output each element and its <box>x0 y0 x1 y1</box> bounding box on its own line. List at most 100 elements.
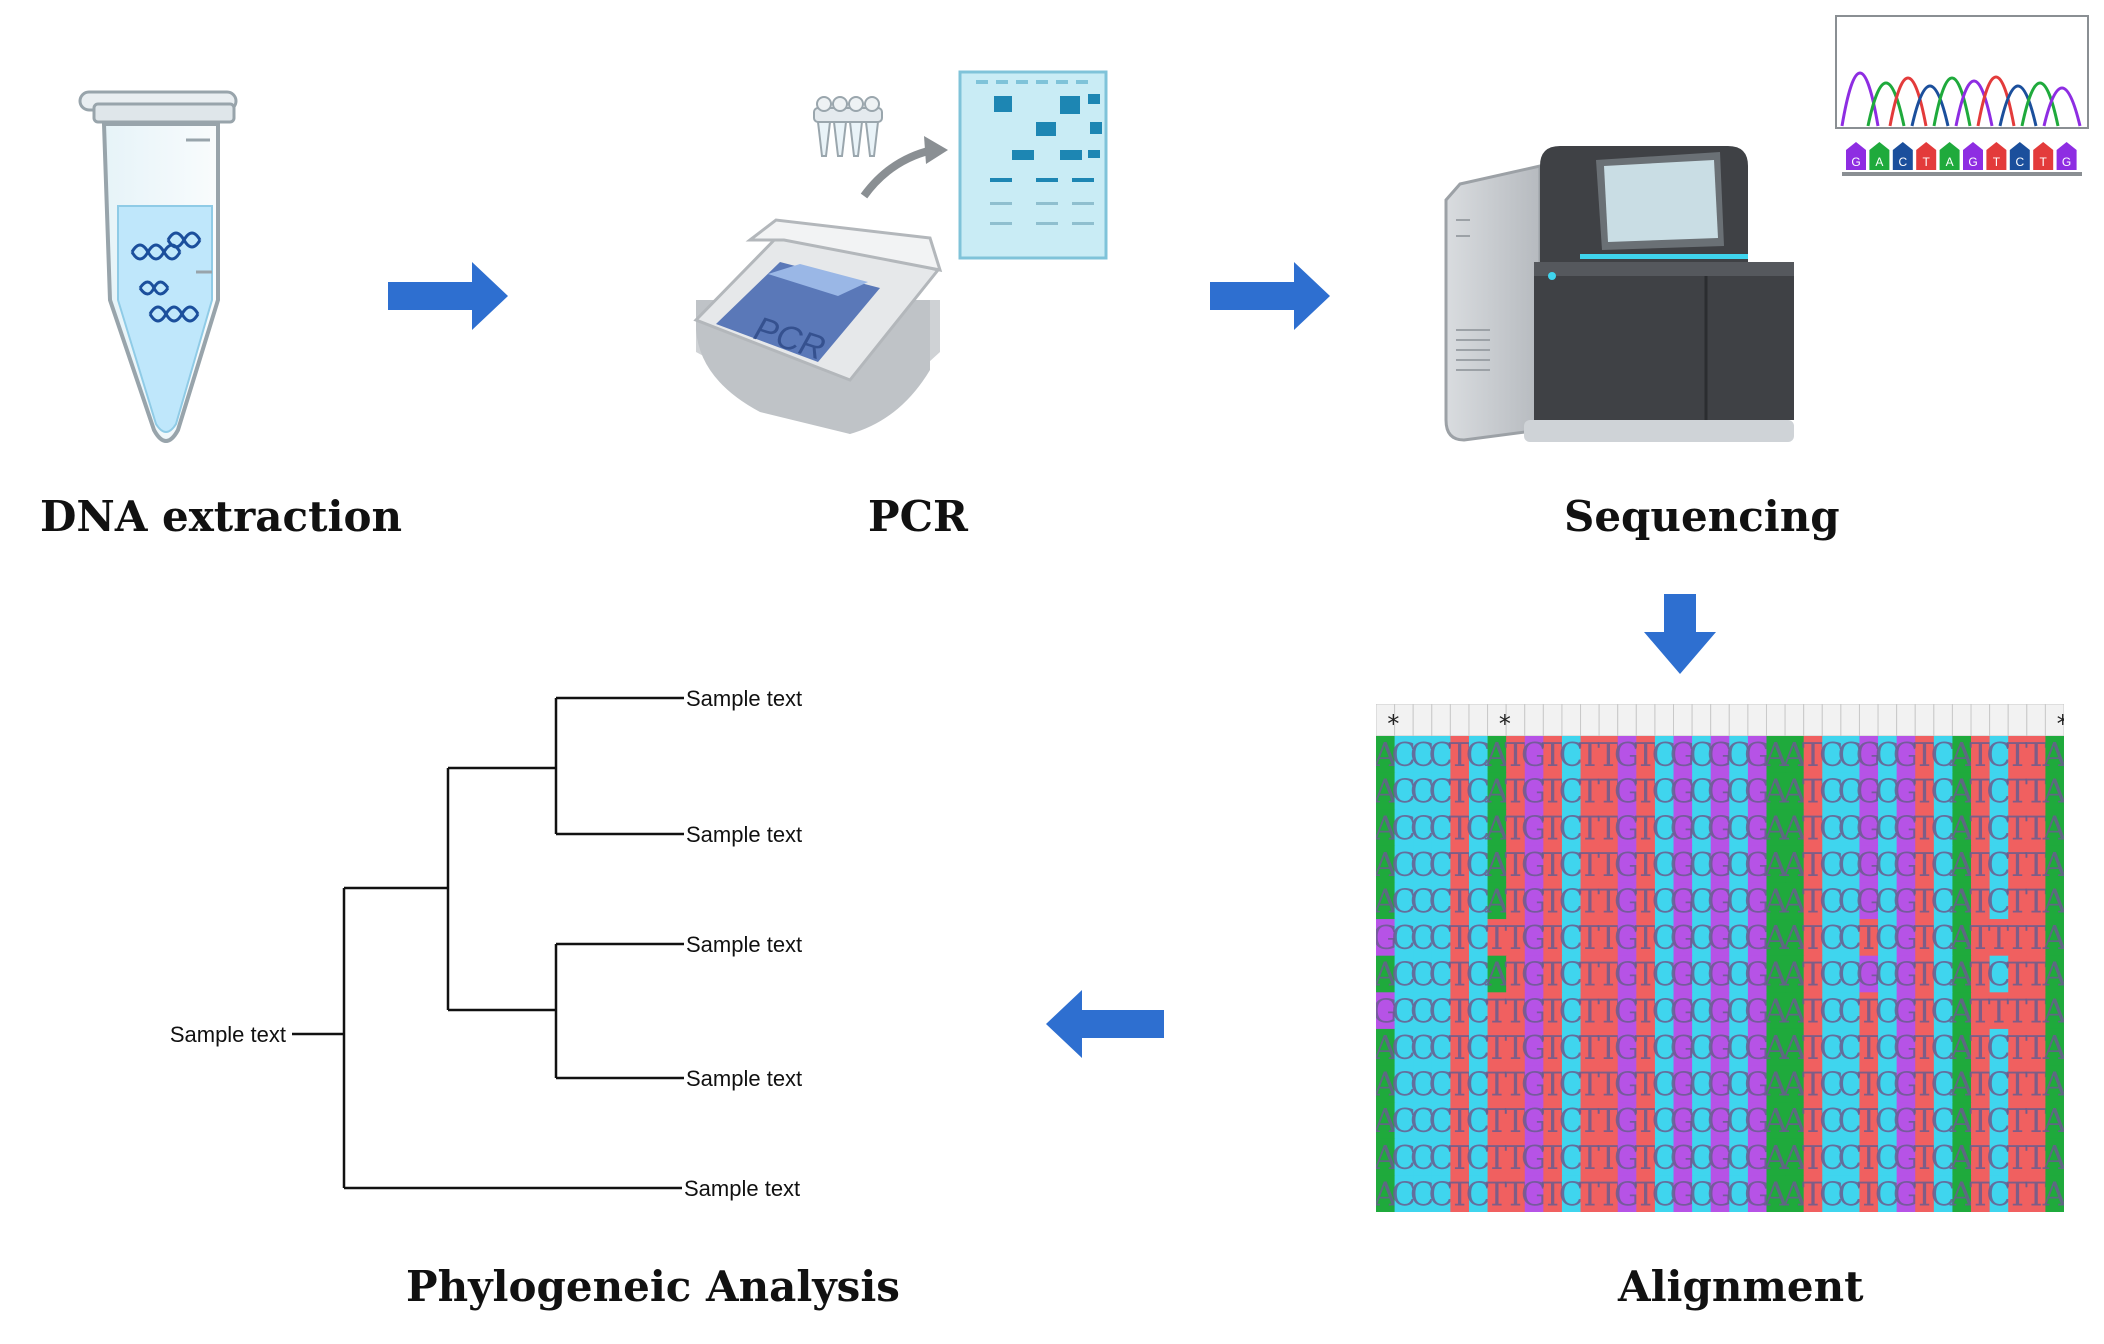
alignment-base-letter: T <box>1449 1028 1471 1067</box>
alignment-base-letter: G <box>1893 772 1919 811</box>
alignment-cell <box>1599 919 1619 957</box>
arrow-right-1 <box>388 262 508 330</box>
alignment-base-letter: C <box>1689 955 1714 994</box>
alignment-base-letter: G <box>1744 918 1770 957</box>
alignment-base-letter: T <box>1542 1065 1564 1104</box>
alignment-cell <box>1952 1138 1972 1176</box>
alignment-base-letter: T <box>1914 1028 1936 1067</box>
alignment-cell <box>2045 736 2064 774</box>
alignment-base-letter: G <box>1670 735 1696 774</box>
alignment-base-letter: T <box>1542 991 1564 1030</box>
alignment-cell <box>1524 1065 1544 1103</box>
alignment-cell <box>1915 772 1935 810</box>
alignment-cell <box>1617 772 1637 810</box>
alignment-cell <box>1915 1028 1935 1067</box>
alignment-base-letter: T <box>1579 1028 1601 1067</box>
alignment-base-letter: T <box>1858 918 1880 957</box>
alignment-base-letter: T <box>1597 845 1619 884</box>
alignment-cell <box>1952 736 1972 774</box>
alignment-base-letter: G <box>1521 735 1547 774</box>
alignment-cell <box>1636 1138 1656 1176</box>
alignment-cell <box>1580 1065 1600 1103</box>
alignment-base-letter: T <box>1504 1065 1526 1104</box>
alignment-base-letter: A <box>2042 991 2064 1030</box>
alignment-cell <box>1859 1138 1879 1176</box>
alignment-cell <box>1506 919 1526 957</box>
alignment-cell <box>1971 736 1991 774</box>
alignment-cell <box>1915 955 1935 993</box>
alignment-cell <box>1859 809 1879 847</box>
alignment-cell <box>2008 919 2028 957</box>
alignment-cell <box>1413 919 1433 957</box>
alignment-base-letter: A <box>1484 772 1510 811</box>
alignment-cell <box>1971 1028 1991 1067</box>
alignment-base-letter: A <box>1763 991 1789 1030</box>
alignment-base-letter: C <box>1819 1065 1844 1104</box>
alignment-base-letter: T <box>1542 1101 1564 1140</box>
alignment-cell <box>1580 736 1600 774</box>
alignment-base-letter: G <box>1614 955 1640 994</box>
alignment-cell <box>1933 919 1954 957</box>
alignment-cell <box>2008 1102 2028 1140</box>
alignment-base-letter: G <box>1614 845 1640 884</box>
alignment-cell <box>1580 882 1600 920</box>
alignment-cell <box>1859 736 1879 774</box>
alignment-base-letter: G <box>1670 881 1696 920</box>
alignment-cell <box>1413 992 1433 1030</box>
alignment-base-letter: T <box>1914 1174 1936 1212</box>
alignment-base-letter: G <box>1521 1028 1547 1067</box>
alignment-cell <box>1971 1065 1991 1103</box>
alignment-base-letter: C <box>1559 1174 1584 1212</box>
alignment-cell <box>1766 1065 1786 1103</box>
alignment-base-letter: C <box>1559 808 1584 847</box>
alignment-base-letter: C <box>1726 1065 1751 1104</box>
alignment-header-cell <box>1654 704 1675 737</box>
alignment-cell <box>1376 1138 1396 1176</box>
alignment-base-letter: C <box>1819 881 1844 920</box>
alignment-base-letter: T <box>1542 1138 1564 1177</box>
alignment-base-letter: C <box>1428 881 1453 920</box>
alignment-base-letter: C <box>1838 735 1863 774</box>
alignment-cell <box>1840 882 1861 920</box>
alignment-base-letter: C <box>1391 1028 1416 1067</box>
alignment-base-letter: C <box>1428 808 1453 847</box>
alignment-base-letter: C <box>1931 1138 1956 1177</box>
alignment-cell <box>1543 1138 1563 1176</box>
alignment-base-letter: T <box>1504 1174 1526 1212</box>
alignment-cell <box>1468 955 1489 993</box>
alignment-cell <box>1506 992 1526 1030</box>
alignment-cell <box>1971 955 1991 993</box>
alignment-base-letter: A <box>2042 808 2064 847</box>
alignment-cell <box>1878 919 1898 957</box>
alignment-cell <box>1617 1028 1637 1067</box>
alignment-base-letter: G <box>1614 1101 1640 1140</box>
alignment-base-letter: C <box>1875 808 1900 847</box>
alignment-cell <box>1673 882 1693 920</box>
alignment-cell <box>1766 1175 1786 1212</box>
alignment-cell <box>1933 1028 1954 1067</box>
alignment-cell <box>1710 772 1730 810</box>
stage-label-sequencing: Sequencing <box>1564 492 1840 541</box>
alignment-base-letter: C <box>1410 1065 1435 1104</box>
alignment-base-letter: G <box>1707 955 1733 994</box>
alignment-cell <box>1729 809 1749 847</box>
alignment-base-letter: T <box>1858 991 1880 1030</box>
alignment-base-letter: A <box>1949 955 1975 994</box>
alignment-base-letter: C <box>1466 735 1491 774</box>
alignment-cell <box>1989 736 2009 774</box>
alignment-cell <box>1617 809 1637 847</box>
alignment-base-letter: A <box>1376 1065 1398 1104</box>
alignment-base-letter: T <box>1914 881 1936 920</box>
alignment-cell <box>1840 919 1861 957</box>
alignment-base-letter: C <box>1559 1101 1584 1140</box>
alignment-base-letter: C <box>1726 845 1751 884</box>
alignment-base-letter: T <box>1988 991 2010 1030</box>
alignment-base-letter: A <box>1376 1028 1398 1067</box>
alignment-base-letter: C <box>1391 881 1416 920</box>
alignment-cell <box>1878 1065 1898 1103</box>
alignment-base-letter: C <box>1391 808 1416 847</box>
alignment-cell <box>1413 882 1433 920</box>
alignment-cell <box>1431 1028 1451 1067</box>
alignment-header-cell <box>2007 704 2028 737</box>
alignment-base-letter: A <box>1376 881 1398 920</box>
